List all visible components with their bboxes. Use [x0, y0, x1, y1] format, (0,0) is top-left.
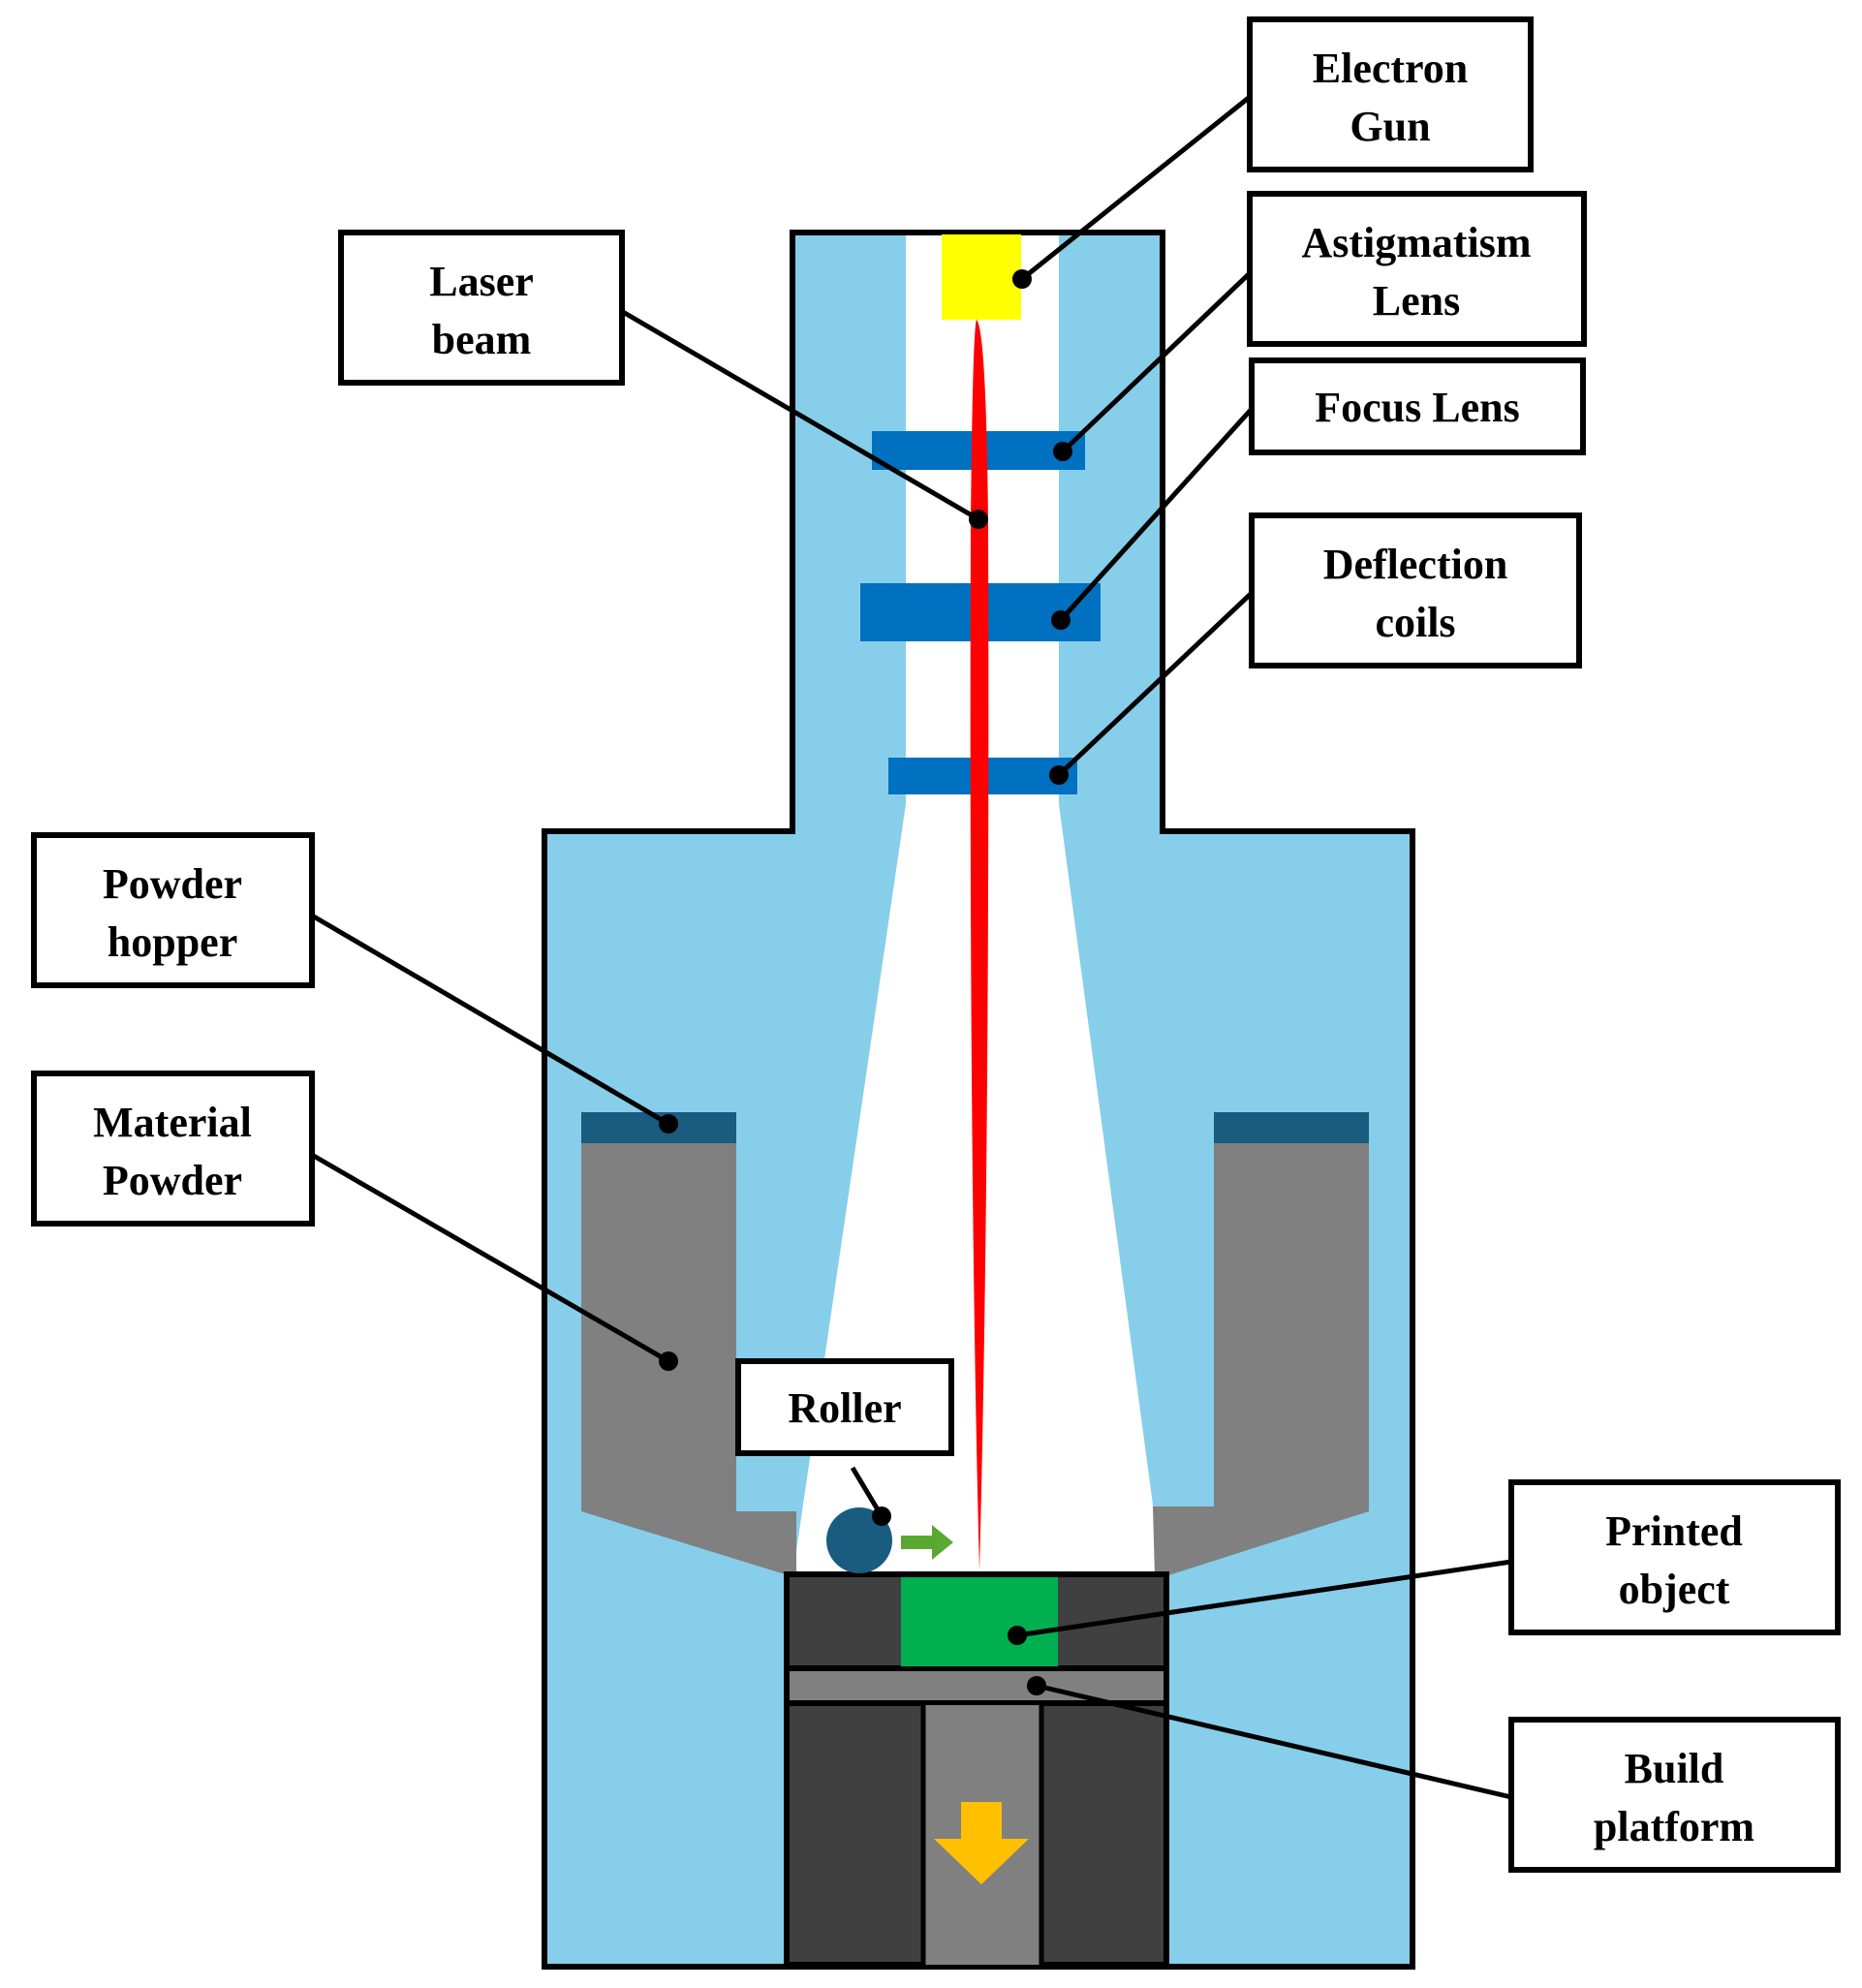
- leader-astigmatism-lens: [1061, 271, 1252, 453]
- leader-powder-hopper: [310, 913, 670, 1127]
- dot-focus-lens: [1051, 610, 1071, 630]
- dot-deflection-coils: [1049, 765, 1069, 785]
- electron-beam: [970, 320, 989, 1571]
- label-deflection-coils: Deflection coils: [1249, 513, 1582, 668]
- label-powder-hopper-line1: Powder: [103, 860, 242, 908]
- hopper-lid-right: [1214, 1112, 1369, 1143]
- label-build-platform-line2: platform: [1594, 1803, 1754, 1850]
- label-electron-gun-line1: Electron: [1313, 45, 1469, 92]
- leader-dots: [659, 269, 1072, 1695]
- leader-electron-gun: [1020, 95, 1252, 281]
- dot-electron-gun: [1012, 269, 1032, 289]
- build-platform: [790, 1671, 1164, 1702]
- label-build-platform: Build platform: [1508, 1717, 1841, 1873]
- printed-object: [901, 1577, 1058, 1666]
- leader-focus-lens: [1059, 407, 1254, 622]
- leader-lines: [310, 95, 1512, 1800]
- label-electron-gun: Electron Gun: [1247, 16, 1534, 172]
- label-focus-lens-line1: Focus Lens: [1315, 384, 1519, 431]
- leader-build-platform: [1036, 1683, 1512, 1800]
- arrow-down-icon: [934, 1802, 1029, 1884]
- material-powder-left: [581, 1143, 796, 1577]
- label-printed-object-line1: Printed: [1605, 1507, 1743, 1555]
- label-roller-line1: Roller: [788, 1384, 901, 1432]
- label-electron-gun-line2: Gun: [1350, 103, 1430, 150]
- label-material-powder-line2: Powder: [103, 1157, 242, 1204]
- dot-material-powder: [659, 1351, 678, 1371]
- arrow-right-icon: [901, 1525, 953, 1560]
- label-powder-hopper: Powder hopper: [31, 832, 315, 988]
- dot-build-platform: [1027, 1676, 1046, 1695]
- material-powder-right: [1153, 1143, 1369, 1577]
- label-material-powder-line1: Material: [93, 1099, 252, 1146]
- label-laser-beam-line2: beam: [432, 316, 532, 363]
- label-astigmatism-lens-line2: Lens: [1373, 277, 1460, 325]
- label-material-powder: Material Powder: [31, 1071, 315, 1227]
- leader-printed-object: [1016, 1559, 1512, 1638]
- dot-astigmatism-lens: [1053, 442, 1072, 461]
- label-roller: Roller: [735, 1358, 954, 1456]
- label-laser-beam: Laser beam: [338, 230, 625, 386]
- label-laser-beam-line1: Laser: [429, 258, 534, 305]
- label-printed-object: Printed object: [1508, 1479, 1841, 1635]
- label-deflection-coils-line1: Deflection: [1323, 541, 1508, 588]
- dot-powder-hopper: [659, 1114, 678, 1134]
- leader-deflection-coils: [1057, 591, 1254, 777]
- label-build-platform-line1: Build: [1625, 1745, 1724, 1792]
- leader-material-powder: [310, 1152, 670, 1364]
- label-powder-hopper-line2: hopper: [108, 918, 237, 966]
- label-printed-object-line2: object: [1619, 1566, 1730, 1613]
- leader-laser-beam: [621, 309, 980, 522]
- dot-roller: [872, 1507, 891, 1526]
- label-astigmatism-lens: Astigmatism Lens: [1247, 191, 1587, 347]
- label-astigmatism-lens-line1: Astigmatism: [1301, 219, 1531, 266]
- dot-laser-beam: [969, 510, 988, 529]
- label-deflection-coils-line2: coils: [1375, 599, 1455, 646]
- electron-gun: [942, 234, 1021, 320]
- label-focus-lens: Focus Lens: [1249, 357, 1586, 455]
- dot-printed-object: [1008, 1626, 1027, 1645]
